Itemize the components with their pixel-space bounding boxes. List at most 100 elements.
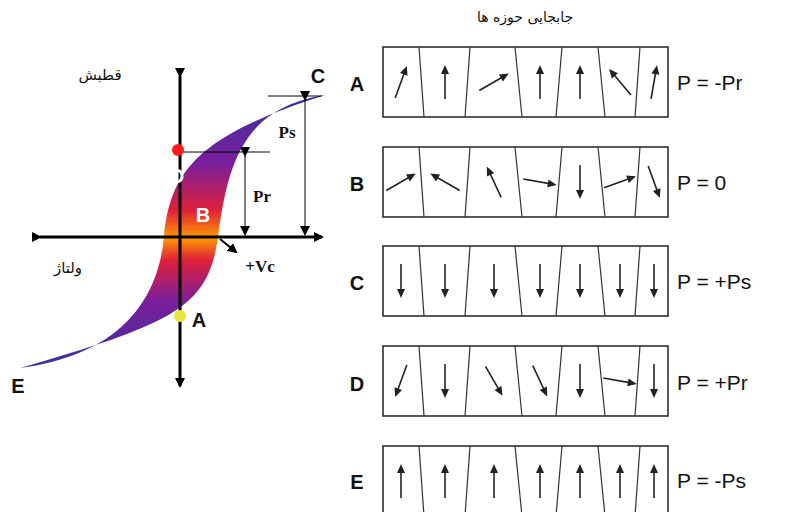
dipole-arrowhead — [397, 464, 405, 473]
dipole-arrow — [539, 71, 541, 99]
dipole-arrowhead — [650, 389, 658, 398]
point-label: D — [170, 165, 184, 187]
dipole-arrow — [523, 179, 551, 184]
dipole-arrowhead — [406, 174, 416, 182]
dipole-arrowhead — [536, 464, 544, 473]
dipole-arrow — [579, 71, 581, 99]
dipole-arrowhead — [616, 464, 624, 473]
domain-wall — [419, 446, 424, 512]
dipole-arrow — [395, 72, 405, 98]
pr-level-line — [180, 152, 270, 153]
domain-wall — [598, 47, 605, 117]
domain-strips — [383, 47, 668, 512]
dipole-arrowhead — [441, 389, 449, 398]
dipole-arrow — [619, 470, 621, 498]
pr-dimension — [245, 155, 246, 234]
axis-label: ولتاژ — [54, 260, 82, 277]
domain-wall — [598, 346, 605, 416]
dipole-arrow — [400, 264, 402, 292]
point-label: E — [11, 375, 24, 397]
domain-wall — [598, 246, 605, 316]
row-letter: A — [350, 73, 364, 95]
domain-wall — [556, 47, 562, 117]
point-label: A — [192, 309, 206, 331]
row-letter: E — [350, 471, 363, 493]
dipole-arrowhead — [441, 289, 449, 298]
dipole-arrowhead — [536, 289, 544, 298]
point-d-dot — [172, 144, 184, 156]
domain-wall — [635, 446, 640, 512]
dipole-arrowhead — [395, 387, 403, 397]
polarization-value: P = -Ps — [677, 469, 746, 492]
dipole-arrow — [444, 71, 446, 99]
domain-wall — [556, 346, 562, 416]
dipole-arrow — [613, 74, 631, 95]
domain-wall — [465, 147, 470, 217]
dipole-arrow — [493, 470, 495, 498]
dipole-arrowhead — [430, 174, 440, 182]
domain-wall — [465, 246, 470, 316]
dimension-label: Ps — [279, 124, 296, 143]
domain-box — [383, 246, 668, 316]
dipole-arrow — [539, 470, 541, 498]
dipole-arrow — [435, 177, 459, 191]
dipole-arrow — [579, 264, 581, 292]
dipole-arrowhead — [627, 378, 637, 386]
point-label: B — [196, 204, 210, 226]
dipole-arrow — [604, 178, 630, 188]
dipole-arrowhead — [490, 464, 498, 473]
dipole-arrow — [489, 172, 501, 197]
dimension-label: Pr — [253, 188, 271, 207]
dipole-arrow — [493, 264, 495, 292]
polarization-value: P = +Pr — [677, 371, 748, 394]
dipole-arrowhead — [653, 188, 661, 198]
dipole-arrow — [579, 165, 581, 193]
hysteresis-loop — [20, 95, 325, 368]
dipole-arrowhead — [441, 65, 449, 74]
domain-wall — [465, 47, 470, 117]
dipole-arrow — [539, 264, 541, 292]
domain-wall — [556, 446, 562, 512]
dipole-arrowhead — [576, 190, 584, 199]
dipole-arrowhead — [650, 464, 658, 473]
domain-wall — [515, 346, 522, 416]
dipole-arrow — [444, 470, 446, 498]
domain-wall — [419, 147, 424, 217]
dipole-arrowhead — [495, 386, 503, 396]
domain-wall — [515, 246, 522, 316]
domain-wall — [598, 446, 605, 512]
dipole-arrow — [603, 378, 631, 383]
vc-pointer — [220, 239, 236, 252]
row-letter: D — [350, 373, 364, 395]
dipole-arrowhead — [616, 289, 624, 298]
dipole-arrowhead — [400, 66, 408, 76]
domain-wall — [465, 446, 470, 512]
domain-wall — [419, 47, 424, 117]
dipole-arrowhead — [487, 167, 494, 177]
dipole-arrow — [651, 71, 656, 99]
dipole-arrow — [653, 364, 655, 392]
domain-wall — [419, 346, 424, 416]
dipole-arrow — [479, 77, 503, 91]
dipole-arrow — [579, 470, 581, 498]
dipole-arrow — [653, 470, 655, 498]
dipole-arrow — [444, 264, 446, 292]
domain-wall — [515, 147, 522, 217]
domain-box — [383, 147, 668, 217]
dipole-arrowhead — [576, 289, 584, 298]
row-letter: C — [350, 272, 364, 294]
dipole-arrowhead — [547, 179, 557, 187]
dipole-arrowhead — [441, 464, 449, 473]
axis-label: قطبش — [78, 67, 121, 84]
domain-wall — [556, 147, 562, 217]
ps-level-line — [268, 96, 322, 97]
dipole-arrowhead — [397, 289, 405, 298]
point-a-dot — [174, 310, 186, 322]
domain-wall — [635, 147, 640, 217]
dipole-arrow — [619, 264, 621, 292]
dipole-arrow — [579, 364, 581, 392]
dipole-arrowhead — [536, 65, 544, 74]
domain-wall — [515, 446, 522, 512]
diagram-title: جابجایی حوزه ها — [477, 10, 573, 25]
domain-wall — [556, 246, 562, 316]
